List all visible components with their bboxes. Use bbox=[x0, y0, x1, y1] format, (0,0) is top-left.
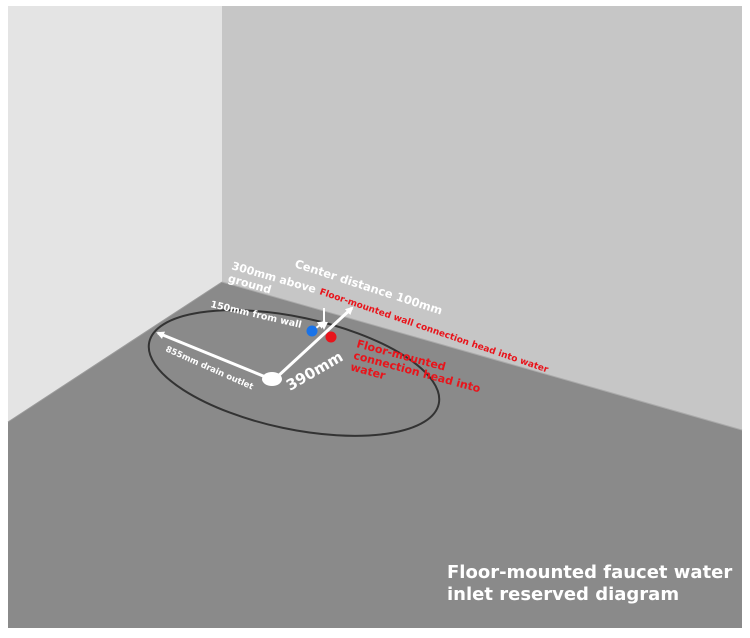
drain-area-outline bbox=[147, 309, 441, 437]
back-floor-edge bbox=[221, 281, 743, 431]
diagram-caption: Floor-mounted faucet water inlet reserve… bbox=[447, 562, 737, 606]
hot-water-inlet-dot bbox=[325, 331, 337, 343]
left-wall bbox=[8, 6, 222, 422]
cold-water-inlet-dot bbox=[306, 325, 318, 337]
drain-outlet-dot bbox=[262, 372, 282, 386]
left-corner-edge bbox=[7, 281, 223, 423]
caption-line-1: Floor-mounted faucet water bbox=[447, 562, 733, 583]
drain-outlet-arrow bbox=[156, 331, 269, 380]
radius-arrow bbox=[274, 306, 354, 380]
floor bbox=[8, 282, 742, 628]
caption-line-2: inlet reserved diagram bbox=[447, 584, 680, 605]
back-wall bbox=[222, 6, 742, 430]
